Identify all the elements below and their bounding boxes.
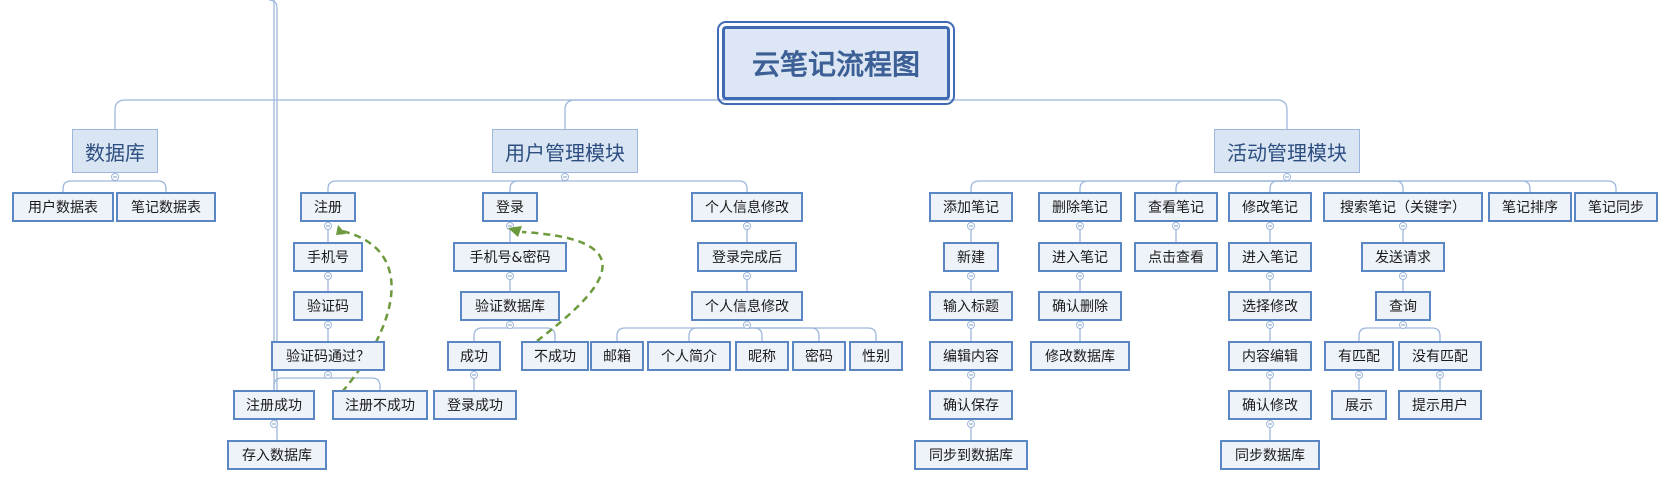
edit-confirm: 确认修改	[1228, 390, 1312, 420]
connector	[1403, 327, 1441, 341]
connector	[565, 180, 748, 192]
delete-confirm: 确认删除	[1038, 291, 1122, 321]
register-code-passed: 验证码通过？	[271, 341, 385, 371]
register-phone: 手机号	[293, 242, 363, 272]
search-send-request: 发送请求	[1361, 242, 1445, 272]
add-note: 添加笔记	[929, 192, 1013, 222]
db-note-table: 笔记数据表	[116, 192, 216, 222]
search-note: 搜索笔记（关键字）	[1323, 192, 1483, 222]
connector	[273, 377, 328, 390]
connector	[747, 327, 763, 341]
db-user-table: 用户数据表	[12, 192, 114, 222]
connector	[510, 327, 556, 341]
add-edit-content: 编辑内容	[929, 341, 1013, 371]
edit-content: 内容编辑	[1228, 341, 1312, 371]
view-click: 点击查看	[1134, 242, 1218, 272]
profile-bio: 个人简介	[647, 341, 731, 371]
branch-activity-management: 活动管理模块	[1214, 129, 1360, 173]
profile-gender: 性别	[849, 341, 903, 371]
connector	[268, 0, 278, 440]
edit-select: 选择修改	[1228, 291, 1312, 321]
add-sync-db: 同步到数据库	[914, 440, 1028, 470]
login-phone-password: 手机号&密码	[453, 242, 567, 272]
connector	[1287, 180, 1617, 192]
connector	[970, 180, 1287, 192]
connector	[836, 99, 1288, 129]
connector	[564, 99, 836, 129]
profile-edit-sub: 个人信息修改	[691, 291, 803, 321]
connector	[1175, 180, 1287, 192]
connector	[327, 180, 565, 192]
login-fail: 不成功	[521, 341, 589, 371]
profile-email: 邮箱	[590, 341, 644, 371]
search-no-match: 没有匹配	[1398, 341, 1482, 371]
register-fail: 注册不成功	[332, 390, 428, 420]
root-title: 云笔记流程图	[717, 21, 955, 105]
search-query: 查询	[1375, 291, 1431, 321]
connector	[115, 180, 167, 192]
register-code: 验证码	[293, 291, 363, 321]
arrowhead	[508, 226, 522, 237]
profile-after-login: 登录完成后	[697, 242, 797, 272]
connector	[1079, 180, 1287, 192]
connector	[509, 180, 565, 192]
connector	[1287, 180, 1531, 192]
add-title: 输入标题	[929, 291, 1013, 321]
login-success: 登录成功	[433, 390, 517, 420]
connector	[328, 377, 381, 390]
branch-user-management: 用户管理模块	[492, 129, 638, 173]
connector	[616, 327, 747, 341]
add-new: 新建	[943, 242, 999, 272]
branch-database: 数据库	[72, 129, 158, 173]
connector	[62, 180, 115, 192]
connector	[473, 327, 510, 341]
connector	[747, 327, 877, 341]
search-show: 展示	[1331, 390, 1387, 420]
connector	[1358, 327, 1403, 341]
sync-notes: 笔记同步	[1574, 192, 1658, 222]
register-save-db: 存入数据库	[227, 440, 327, 470]
connector	[114, 99, 836, 129]
register: 注册	[300, 192, 356, 222]
arrowhead	[336, 225, 346, 235]
profile-edit: 个人信息修改	[691, 192, 803, 222]
edit-open-note: 进入笔记	[1228, 242, 1312, 272]
sort-notes: 笔记排序	[1488, 192, 1572, 222]
connector	[747, 327, 820, 341]
edit-sync-db: 同步数据库	[1220, 440, 1320, 470]
login-verify-db: 验证数据库	[460, 291, 560, 321]
retry-login-arrow	[521, 230, 604, 342]
register-success: 注册成功	[233, 390, 315, 420]
profile-password: 密码	[792, 341, 846, 371]
connector	[1287, 180, 1404, 192]
view-note: 查看笔记	[1134, 192, 1218, 222]
delete-open-note: 进入笔记	[1038, 242, 1122, 272]
add-confirm-save: 确认保存	[929, 390, 1013, 420]
search-notify-user: 提示用户	[1398, 390, 1482, 420]
delete-update-db: 修改数据库	[1030, 341, 1130, 371]
delete-note: 删除笔记	[1038, 192, 1122, 222]
profile-nickname: 昵称	[735, 341, 789, 371]
connector	[1269, 180, 1287, 192]
edit-note: 修改笔记	[1228, 192, 1312, 222]
connector	[688, 327, 747, 341]
search-match: 有匹配	[1324, 341, 1394, 371]
login: 登录	[482, 192, 538, 222]
login-success-branch: 成功	[447, 341, 501, 371]
